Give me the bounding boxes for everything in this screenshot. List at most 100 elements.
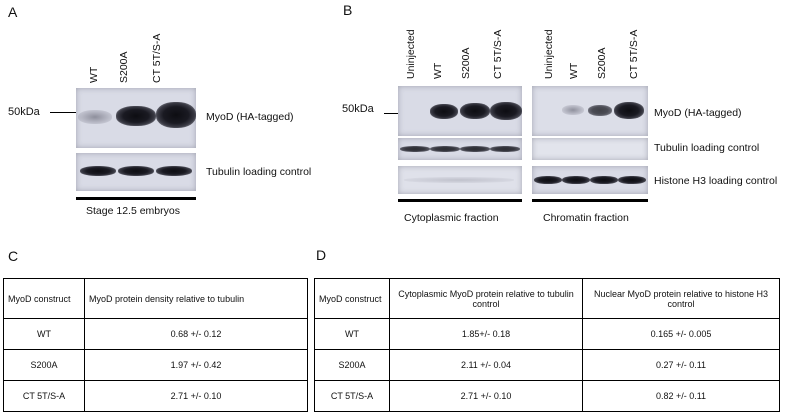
table-cell: 2.71 +/- 0.10 — [84, 380, 308, 412]
band — [562, 105, 584, 115]
blot-label-myod: MyoD (HA-tagged) — [206, 111, 294, 123]
band — [618, 176, 646, 184]
band — [490, 102, 522, 120]
table-row: WT 1.85+/- 0.18 0.165 +/- 0.005 — [314, 318, 780, 350]
table-header-cell: MyoD construct — [314, 278, 390, 319]
band — [614, 102, 644, 119]
table-cell: 0.82 +/- 0.11 — [582, 380, 780, 412]
group-bar — [76, 197, 196, 200]
lane-label: CT 5T/S-A — [151, 33, 163, 83]
marker-line — [384, 113, 398, 114]
table-header-cell: MyoD construct — [3, 278, 85, 319]
lane-label-wrap: S200A — [596, 47, 609, 79]
band — [588, 105, 612, 116]
table-header-cell: Nuclear MyoD protein relative to histone… — [582, 278, 780, 319]
lane-label-wrap: Uninjected — [405, 29, 418, 79]
band — [78, 110, 112, 124]
lane-label-wrap: CT 5T/S-A — [151, 34, 164, 83]
band — [430, 146, 460, 152]
lane-label-wrap: Uninjected — [543, 29, 556, 79]
band — [118, 166, 154, 176]
blot-chromatin-myod — [532, 86, 648, 136]
lane-label: WT — [432, 62, 444, 79]
table-cell: S200A — [3, 349, 85, 381]
panel-letter-b: B — [343, 2, 353, 18]
blot-cyto-myod — [398, 86, 522, 136]
table-cell: 2.71 +/- 0.10 — [389, 380, 583, 412]
table-cell: 0.27 +/- 0.11 — [582, 349, 780, 381]
table-cell: CT 5T/S-A — [314, 380, 390, 412]
table-cell: 0.68 +/- 0.12 — [84, 318, 308, 350]
lane-label-wrap: S200A — [118, 51, 131, 83]
table-cell: S200A — [314, 349, 390, 381]
lane-label: Uninjected — [405, 29, 417, 79]
band — [460, 146, 490, 152]
blot-chromatin-histone — [532, 166, 648, 194]
lane-label: S200A — [460, 47, 472, 79]
blot-cyto-tubulin — [398, 138, 522, 160]
table-cell: CT 5T/S-A — [3, 380, 85, 412]
lane-label: CT 5T/S-A — [492, 29, 504, 79]
table-d: MyoD construct Cytoplasmic MyoD protein … — [314, 278, 780, 412]
lane-label: Uninjected — [543, 29, 555, 79]
blot-label-tubulin: Tubulin loading control — [654, 142, 760, 154]
blot-label-histone: Histone H3 loading control — [654, 175, 778, 187]
table-cell: 0.165 +/- 0.005 — [582, 318, 780, 350]
lane-label-wrap: WT — [432, 63, 445, 79]
lane-label-wrap: WT — [88, 67, 101, 83]
table-cell: 1.85+/- 0.18 — [389, 318, 583, 350]
footer-cytoplasmic: Cytoplasmic fraction — [404, 212, 499, 224]
panel-letter-a: A — [8, 4, 18, 20]
marker-50kda: 50kDa — [342, 103, 374, 115]
table-header-row: MyoD construct MyoD protein density rela… — [3, 278, 308, 319]
band — [562, 176, 590, 184]
band — [80, 166, 116, 176]
band — [404, 177, 514, 183]
lane-label: S200A — [596, 47, 608, 79]
blot-cyto-histone — [398, 166, 522, 194]
blot-label-tubulin: Tubulin loading control — [206, 166, 312, 178]
blot-label-myod: MyoD (HA-tagged) — [654, 107, 742, 119]
table-row: CT 5T/S-A 2.71 +/- 0.10 0.82 +/- 0.11 — [314, 380, 780, 412]
panel-letter-c: C — [8, 248, 19, 264]
band — [400, 146, 430, 152]
lane-label-wrap: CT 5T/S-A — [492, 30, 505, 79]
marker-50kda: 50kDa — [8, 106, 40, 118]
lane-label: WT — [568, 62, 580, 79]
table-cell: 1.97 +/- 0.42 — [84, 349, 308, 381]
lane-label: S200A — [118, 51, 130, 83]
lane-label-wrap: CT 5T/S-A — [628, 30, 641, 79]
blot-myod — [76, 88, 196, 148]
band — [116, 106, 156, 126]
band — [430, 104, 458, 119]
blot-chromatin-tubulin — [532, 138, 648, 160]
table-row: S200A 2.11 +/- 0.04 0.27 +/- 0.11 — [314, 349, 780, 381]
table-header-cell: MyoD protein density relative to tubulin — [84, 278, 308, 319]
lane-label-wrap: WT — [568, 63, 581, 79]
band — [490, 146, 520, 152]
table-header-cell: Cytoplasmic MyoD protein relative to tub… — [389, 278, 583, 319]
group-bar — [398, 199, 522, 202]
table-cell: 2.11 +/- 0.04 — [389, 349, 583, 381]
footer-stage: Stage 12.5 embryos — [86, 205, 180, 217]
lane-label: CT 5T/S-A — [628, 29, 640, 79]
table-c: MyoD construct MyoD protein density rela… — [3, 278, 308, 412]
table-row: WT 0.68 +/- 0.12 — [3, 318, 308, 350]
table-header-row: MyoD construct Cytoplasmic MyoD protein … — [314, 278, 780, 319]
marker-line — [50, 112, 76, 113]
band — [590, 176, 618, 184]
table-row: CT 5T/S-A 2.71 +/- 0.10 — [3, 380, 308, 412]
band — [156, 166, 192, 176]
footer-chromatin: Chromatin fraction — [543, 212, 629, 224]
band — [156, 102, 196, 128]
group-bar — [532, 199, 648, 202]
band — [460, 103, 490, 119]
lane-label: WT — [88, 66, 100, 83]
panel-letter-d: D — [316, 247, 327, 263]
band — [534, 176, 562, 184]
table-cell: WT — [3, 318, 85, 350]
lane-label-wrap: S200A — [460, 47, 473, 79]
blot-tubulin — [76, 153, 196, 191]
table-row: S200A 1.97 +/- 0.42 — [3, 349, 308, 381]
table-cell: WT — [314, 318, 390, 350]
